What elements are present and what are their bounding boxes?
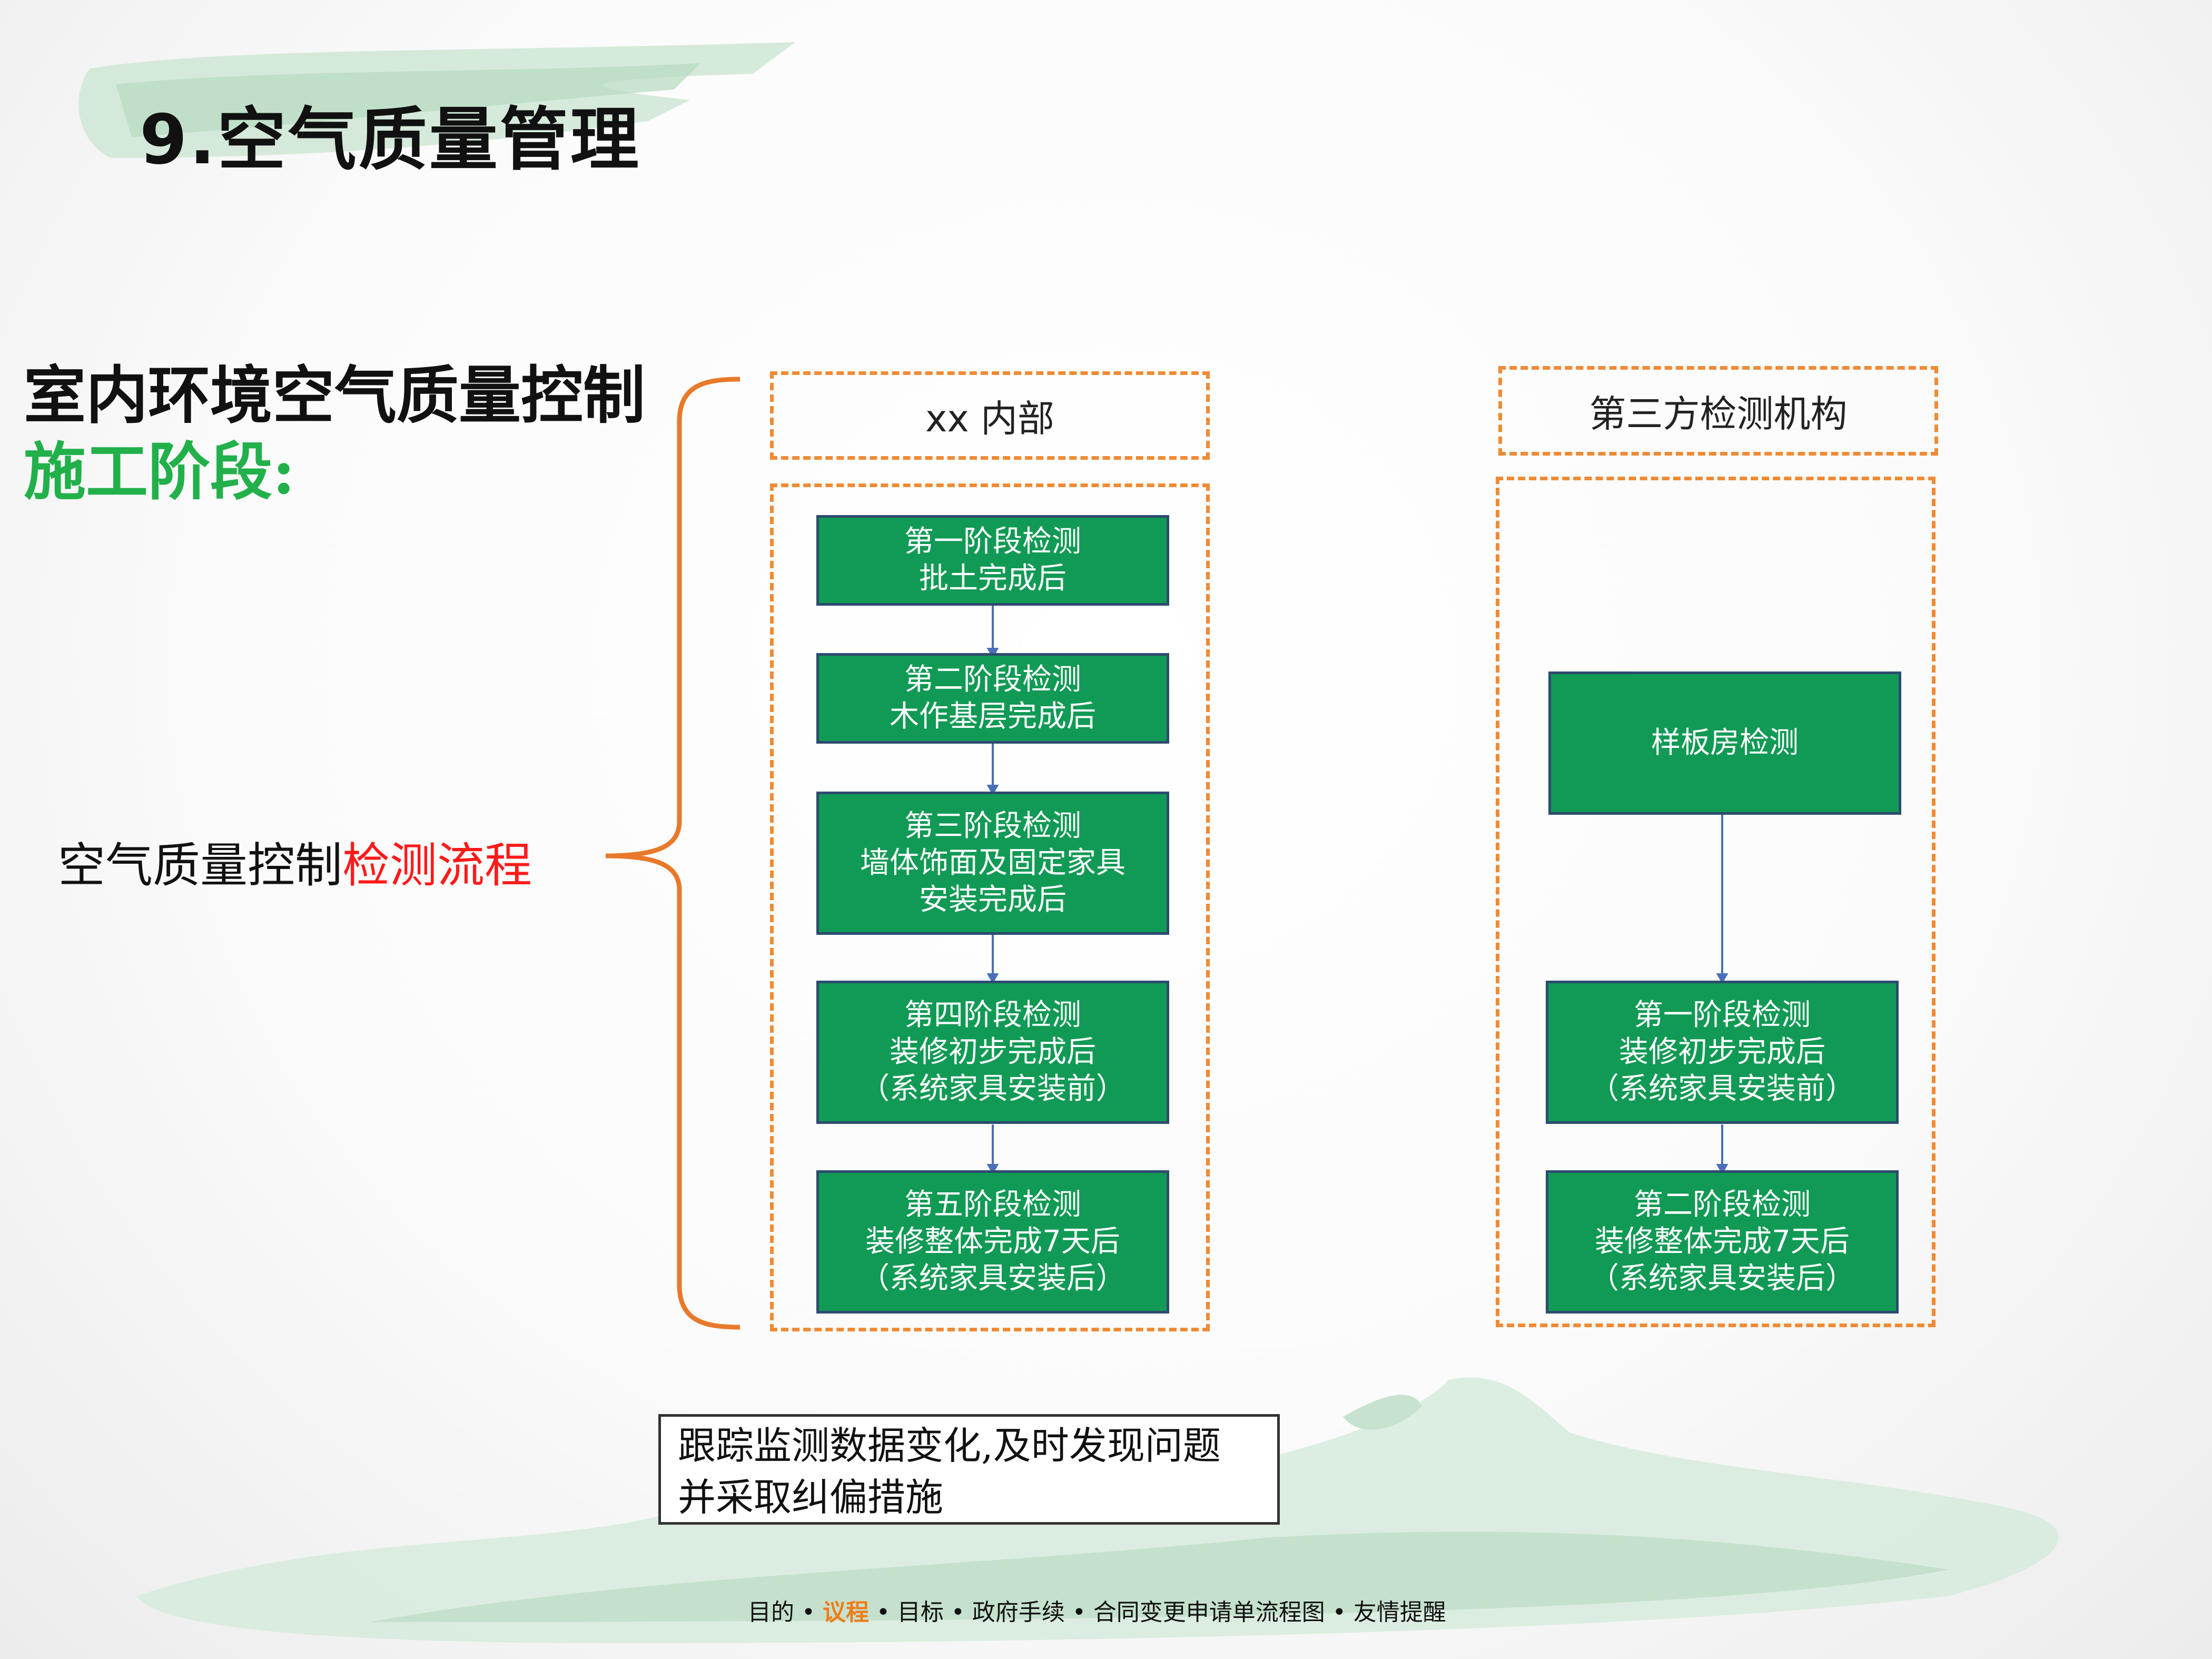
internal-header: xx 内部: [925, 397, 1055, 440]
flow-label-black: 空气质量控制: [58, 838, 342, 893]
internal-step-4: 第四阶段检测 装修初步完成后 （系统家具安装前）: [816, 981, 1169, 1124]
step-line: （系统家具安装前）: [1589, 1072, 1855, 1106]
step-line: 木作基层完成后: [890, 699, 1096, 734]
footer-separator: •: [1072, 1599, 1086, 1626]
arrowhead-internal-2: [986, 785, 999, 796]
step-line: 批土完成后: [919, 561, 1066, 596]
flow-label-red: 检测流程: [342, 838, 532, 893]
step-line: 第一阶段检测: [904, 525, 1081, 559]
footer-separator: •: [802, 1599, 815, 1626]
note-line: 跟踪监测数据变化,及时发现问题: [678, 1424, 1221, 1468]
section-heading: 室内环境空气质量控制: [24, 359, 646, 432]
third-party-header-box: 第三方检测机构: [1498, 366, 1938, 456]
internal-steps-container: [770, 483, 1210, 1331]
internal-step-2: 第二阶段检测 木作基层完成后: [816, 653, 1169, 744]
footer-item-contract-change[interactable]: 合同变更申请单流程图: [1093, 1599, 1325, 1626]
third-party-steps-container: [1496, 477, 1935, 1327]
slide-title: 9.空气质量管理: [140, 100, 641, 180]
third-party-step-1: 第一阶段检测 装修初步完成后 （系统家具安装前）: [1546, 981, 1899, 1124]
footer-separator: •: [951, 1599, 965, 1626]
step-line: 装修初步完成后: [1619, 1035, 1825, 1069]
step-line: 第一阶段检测: [1634, 998, 1811, 1032]
step-line: （系统家具安装后）: [1589, 1261, 1855, 1296]
step-line: 第二阶段检测: [1634, 1188, 1811, 1222]
internal-step-5: 第五阶段检测 装修整体完成7天后 （系统家具安装后）: [816, 1170, 1169, 1314]
footer-item-reminder[interactable]: 友情提醒: [1353, 1599, 1446, 1626]
third-party-step-2: 第二阶段检测 装修整体完成7天后 （系统家具安装后）: [1546, 1170, 1899, 1314]
third-party-step-sample: 样板房检测: [1548, 671, 1901, 815]
footer-separator: •: [1332, 1599, 1346, 1626]
footer-item-agenda[interactable]: 议程: [822, 1599, 869, 1626]
top-brush-decoration: [78, 42, 795, 158]
internal-header-box: xx 内部: [770, 371, 1210, 460]
step-line: 安装完成后: [919, 883, 1066, 917]
internal-step-3: 第三阶段检测 墙体饰面及固定家具 安装完成后: [816, 792, 1169, 935]
step-line: （系统家具安装前）: [860, 1072, 1125, 1106]
footer-item-goals[interactable]: 目标: [897, 1599, 944, 1626]
note-box: 跟踪监测数据变化,及时发现问题 并采取纠偏措施: [658, 1414, 1280, 1525]
step-line: 第四阶段检测: [904, 998, 1081, 1032]
footer-item-gov-procedures[interactable]: 政府手续: [972, 1599, 1065, 1626]
internal-step-1: 第一阶段检测 批土完成后: [816, 515, 1169, 606]
step-line: （系统家具安装后）: [860, 1261, 1125, 1296]
step-line: 装修整体完成7天后: [1595, 1224, 1850, 1259]
step-line: 装修整体完成7天后: [865, 1224, 1120, 1259]
arrowhead-internal-3: [986, 973, 999, 984]
step-line: 墙体饰面及固定家具: [860, 846, 1125, 880]
flow-label: 空气质量控制检测流程: [58, 827, 532, 895]
step-line: 第三阶段检测: [904, 809, 1081, 843]
third-party-header: 第三方检测机构: [1589, 392, 1848, 436]
arrowhead-third-1: [1716, 973, 1729, 984]
step-line: 装修初步完成后: [890, 1035, 1096, 1069]
section-subheading: 施工阶段:: [24, 435, 295, 508]
footer-nav: 目的 • 议程 • 目标 • 政府手续 • 合同变更申请单流程图 • 友情提醒: [748, 1593, 1446, 1627]
step-line: 第二阶段检测: [904, 663, 1081, 697]
arrowhead-internal-4: [986, 1164, 999, 1175]
arrowhead-internal-1: [986, 648, 999, 659]
curly-brace: [605, 377, 740, 1330]
footer-separator: •: [876, 1599, 890, 1626]
arrowhead-third-2: [1716, 1164, 1729, 1175]
step-line: 样板房检测: [1651, 726, 1799, 760]
note-line: 并采取纠偏措施: [678, 1475, 944, 1519]
step-line: 第五阶段检测: [904, 1188, 1081, 1222]
footer-item-purpose[interactable]: 目的: [748, 1599, 794, 1626]
